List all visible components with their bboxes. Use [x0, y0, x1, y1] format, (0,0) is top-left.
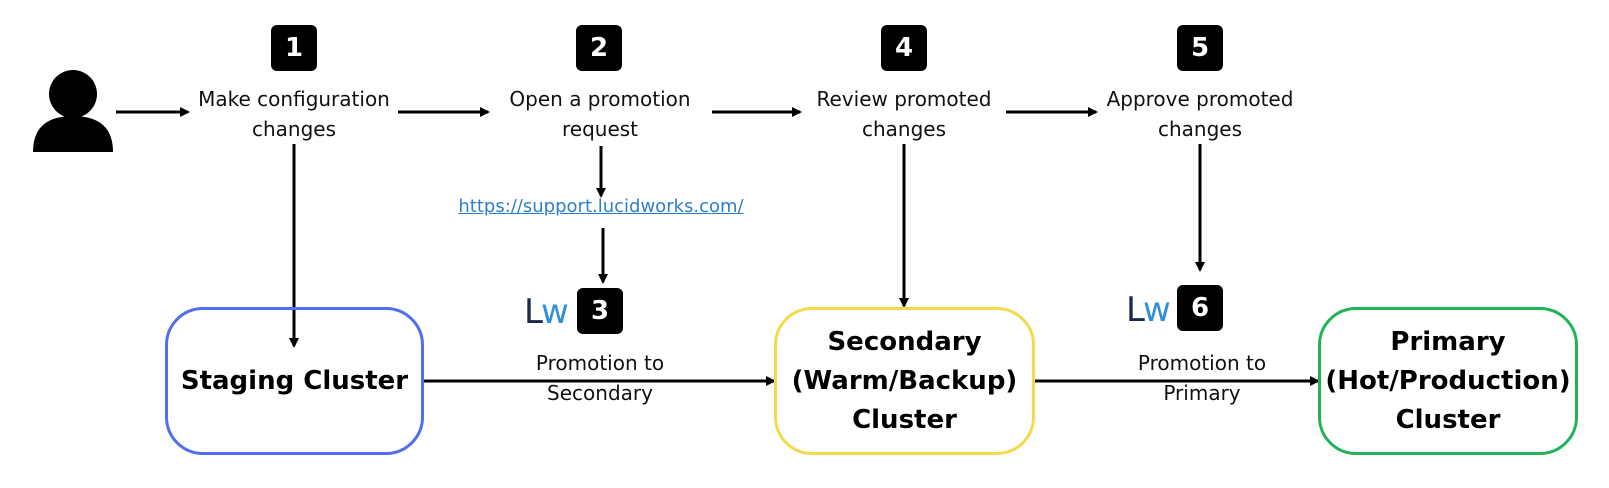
step-5-badge: 5	[1177, 25, 1223, 71]
lucidworks-logo-step3: Lw	[524, 292, 569, 332]
secondary-cluster-label: Secondary (Warm/Backup) Cluster	[791, 326, 1018, 435]
step-1-label: Make configuration changes	[198, 87, 390, 141]
staging-cluster-label: Staging Cluster	[180, 365, 409, 396]
step-6-badge: 6	[1177, 285, 1223, 331]
step-4-badge: 4	[881, 25, 927, 71]
logo-letter-l: L	[524, 292, 543, 332]
promotion-to-secondary-label: Promotion to Secondary	[535, 351, 665, 405]
primary-cluster: Primary (Hot/Production) Cluster	[1318, 307, 1578, 455]
step-2-badge: 2	[576, 25, 622, 71]
logo-letter-w: w	[1142, 290, 1171, 330]
promotion-to-primary-label: Promotion to Primary	[1137, 351, 1267, 405]
secondary-cluster: Secondary (Warm/Backup) Cluster	[774, 307, 1035, 455]
step-1-badge: 1	[271, 25, 317, 71]
lucidworks-logo-step6: Lw	[1126, 290, 1171, 330]
step-3-badge: 3	[577, 288, 623, 334]
logo-letter-w: w	[540, 292, 569, 332]
logo-letter-l: L	[1126, 290, 1145, 330]
staging-cluster: Staging Cluster	[165, 307, 424, 455]
step-5-label: Approve promoted changes	[1106, 87, 1294, 141]
step-2-label: Open a promotion request	[509, 87, 691, 141]
primary-cluster-label: Primary (Hot/Production) Cluster	[1325, 326, 1571, 435]
user-icon	[33, 70, 113, 152]
support-link[interactable]: https://support.lucidworks.com/	[458, 196, 744, 217]
step-4-label: Review promoted changes	[816, 87, 992, 141]
